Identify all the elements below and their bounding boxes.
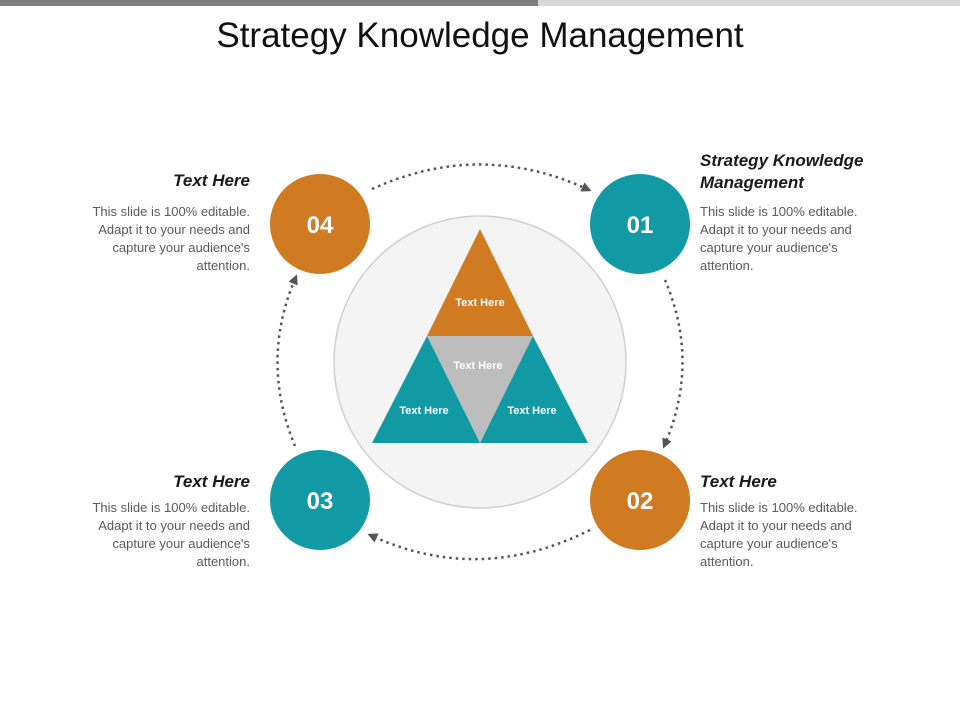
step-circle-04: [270, 174, 370, 274]
triangle-center: [427, 336, 533, 443]
top-accent-bar-dark: [0, 0, 538, 6]
triangle-top-label: Text Here: [455, 297, 504, 309]
triangle-center-label: Text Here: [453, 360, 502, 372]
top-accent-bar-light: [538, 0, 960, 6]
triangle-top: [427, 229, 533, 336]
step-number-01: 01: [627, 212, 654, 239]
step-number-04: 04: [307, 212, 334, 239]
triangle-bottom-right-label: Text Here: [507, 405, 556, 417]
step-circle-01: [590, 174, 690, 274]
arrow-01-to-02: [662, 279, 684, 449]
step-03-body: This slide is 100% editable. Adapt it to…: [92, 500, 250, 569]
step-circle-02: [590, 450, 690, 550]
arrow-02-to-03: [367, 528, 591, 561]
step-number-02: 02: [627, 488, 654, 515]
step-01-heading: Strategy Knowledge Management: [700, 151, 864, 192]
slide-title: Strategy Knowledge Management: [216, 16, 744, 55]
step-04-heading: Text Here: [173, 171, 250, 190]
step-02-heading: Text Here: [700, 472, 777, 491]
step-01-body: This slide is 100% editable. Adapt it to…: [700, 204, 858, 273]
step-number-03: 03: [307, 488, 334, 515]
triangle-bottom-left-label: Text Here: [399, 405, 448, 417]
triangle-bottom-right: [480, 336, 588, 443]
step-02-body: This slide is 100% editable. Adapt it to…: [700, 500, 858, 569]
triangle-bottom-left: [372, 336, 480, 443]
arrow-04-to-01: [371, 163, 592, 192]
arrow-03-to-04: [276, 274, 298, 447]
step-04-body: This slide is 100% editable. Adapt it to…: [92, 204, 250, 273]
step-circle-03: [270, 450, 370, 550]
step-03-heading: Text Here: [173, 472, 250, 491]
